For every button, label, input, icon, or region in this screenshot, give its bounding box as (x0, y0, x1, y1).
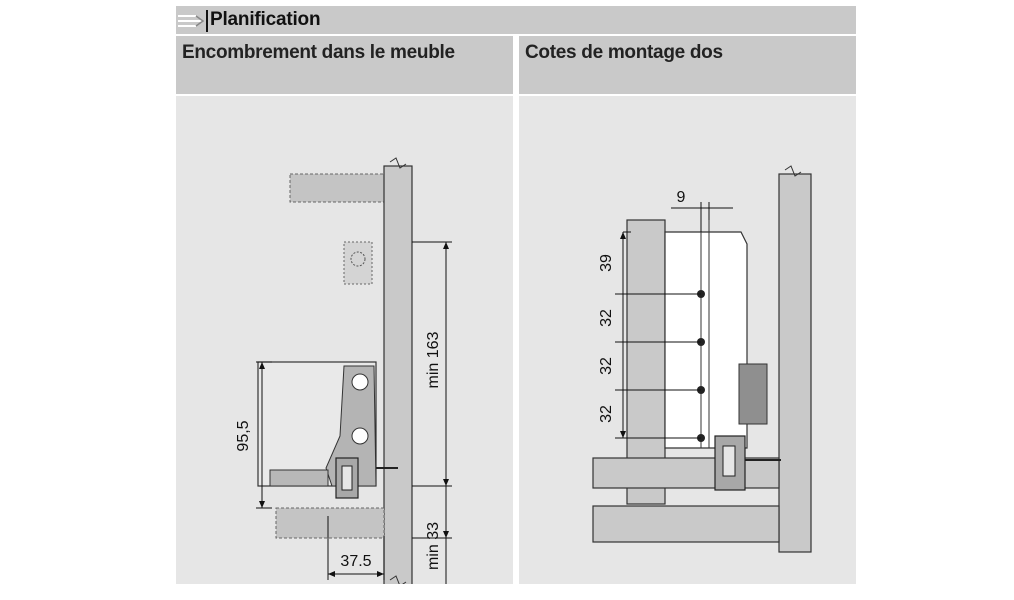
bracket-hole-lower (351, 427, 369, 445)
cabinet-side-panel (778, 173, 812, 553)
drawer-back-panel (626, 219, 666, 505)
dimension-min-bottom-label: min 33 (425, 522, 442, 570)
mounting-hole (350, 251, 366, 267)
planning-sheet: Planification Encombrement dans le meubl… (176, 6, 856, 584)
bracket-hole-upper (351, 373, 369, 391)
dimension-width: 37.5 (327, 516, 385, 580)
left-panel-header: Encombrement dans le meuble (176, 36, 513, 96)
dimension-min-bottom: min 33 (412, 486, 452, 584)
drawer-bottom-shelf (592, 457, 780, 489)
mounting-block-dashed (343, 241, 373, 285)
drawer-rear-bracket (325, 365, 377, 487)
right-panel: Cotes de montage dos (519, 36, 856, 584)
cabinet-side-panel (383, 165, 413, 584)
arrow-lines-icon (178, 15, 205, 27)
cabinet-clearance-diagram: 95,5 37.5 min 163 (235, 157, 452, 584)
dimension-chain: 39 32 32 32 (598, 231, 701, 439)
dimension-min-top-label: min 163 (425, 331, 442, 388)
header-bar: Planification (176, 6, 856, 36)
dimension-step1-label: 32 (598, 309, 615, 327)
page-title: Planification (210, 9, 321, 30)
latch-block (738, 363, 768, 425)
break-mark-top (784, 165, 802, 177)
break-mark-top (389, 157, 407, 169)
dimension-top-label: 39 (598, 254, 615, 272)
drawer-body (664, 231, 748, 449)
rear-mounting-diagram: 9 39 32 32 32 (592, 165, 812, 553)
dimension-step2-label: 32 (598, 357, 615, 375)
dimension-offset: 9 (671, 189, 733, 232)
dimension-width-label: 37.5 (340, 553, 371, 570)
left-panel-title: Encombrement dans le meuble (182, 42, 455, 63)
dimension-step3-label: 32 (598, 405, 615, 423)
right-panel-title: Cotes de montage dos (525, 42, 723, 63)
header-separator (206, 10, 208, 32)
right-panel-header: Cotes de montage dos (519, 36, 856, 96)
bottom-shelf-dashed (275, 507, 385, 539)
dimension-height: 95,5 (235, 361, 272, 509)
break-mark-bottom (389, 575, 407, 584)
cabinet-bottom (592, 505, 780, 543)
runner-clip-inner (341, 465, 353, 491)
runner-clip-inner (722, 445, 736, 477)
drawer-bottom-rail (269, 469, 329, 487)
dimension-offset-label: 9 (677, 189, 686, 206)
left-panel: Encombrement dans le meuble (176, 36, 513, 584)
top-shelf-dashed (289, 173, 385, 203)
dimension-height-label: 95,5 (235, 420, 252, 451)
dimension-min-top: min 163 (412, 241, 452, 487)
